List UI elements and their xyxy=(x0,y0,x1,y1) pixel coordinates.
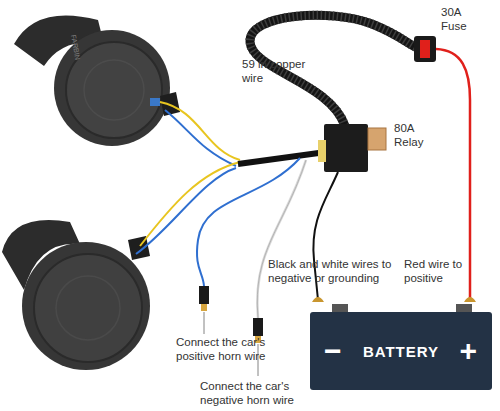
fuse-holder xyxy=(414,36,436,62)
positive-ring-terminal xyxy=(464,297,476,302)
terminal-sign: − xyxy=(324,334,343,368)
wire-tape xyxy=(150,98,160,106)
spade-connector xyxy=(253,318,263,336)
blue-wire xyxy=(165,110,236,166)
terminal-sign: + xyxy=(459,334,478,368)
battery-post xyxy=(456,304,472,312)
bottom-horn xyxy=(2,220,150,370)
horn-ring xyxy=(56,276,120,340)
fuse xyxy=(420,40,430,58)
white-lead xyxy=(257,160,306,318)
relay-bracket xyxy=(368,128,386,150)
horn-body xyxy=(22,242,150,370)
spade-tip xyxy=(201,304,207,311)
battery-body: − BATTERY + xyxy=(310,312,492,390)
blue-wire xyxy=(136,168,236,254)
wire-harness xyxy=(238,152,326,164)
positive-note: Red wire to positive xyxy=(404,258,476,285)
connect-note: Connect the car's negative horn wire xyxy=(200,380,304,407)
negative-ring-terminal xyxy=(312,297,324,302)
wire-label: 59 in copper wire xyxy=(242,58,314,85)
horn-body xyxy=(54,30,170,146)
horn-ring xyxy=(84,60,144,120)
fuse-label: 30A Fuse xyxy=(441,6,477,33)
battery-post xyxy=(332,304,348,312)
ground-note: Black and white wires to negative or gro… xyxy=(268,258,410,285)
horn-bracket xyxy=(128,236,150,260)
relay-body xyxy=(324,124,368,172)
horn-cover xyxy=(34,254,142,362)
connect-note: Connect the car's positive horn wire xyxy=(176,336,288,363)
corrugated-wire xyxy=(250,15,418,126)
leader-line xyxy=(204,312,205,334)
relay-label: 80A Relay xyxy=(394,122,436,149)
battery-label: BATTERY xyxy=(363,343,439,360)
corrugated-ribs xyxy=(250,15,418,126)
top-horn xyxy=(14,15,180,146)
spade-connector xyxy=(199,286,209,304)
white-lead-edge xyxy=(257,160,306,318)
yellow-wire xyxy=(160,102,240,160)
relay-tag xyxy=(318,140,326,162)
